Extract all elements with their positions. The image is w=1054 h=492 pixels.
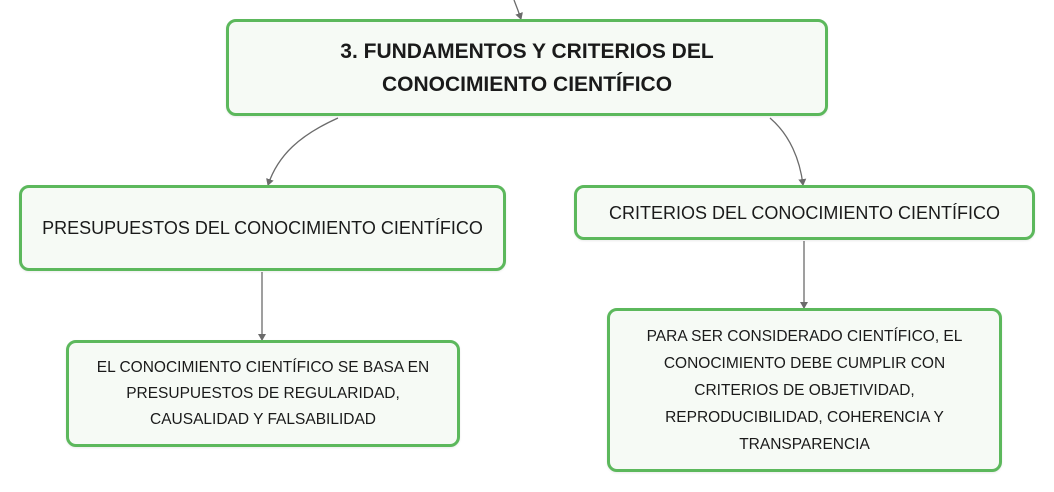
subnode-presupuestos-description[interactable]: EL CONOCIMIENTO CIENTÍFICO SE BASA EN PR…: [66, 340, 460, 447]
connector-root-to-criterios: [769, 117, 807, 186]
branch-label-presupuestos: PRESUPUESTOS DEL CONOCIMIENTO CIENTÍFICO: [42, 218, 483, 238]
branch-node-presupuestos[interactable]: PRESUPUESTOS DEL CONOCIMIENTO CIENTÍFICO: [19, 185, 506, 271]
branch-node-criterios[interactable]: CRITERIOS DEL CONOCIMIENTO CIENTÍFICO: [574, 185, 1035, 240]
branch-label-criterios: CRITERIOS DEL CONOCIMIENTO CIENTÍFICO: [608, 202, 1001, 223]
subnode-label-presupuestos: EL CONOCIMIENTO CIENTÍFICO SE BASA EN PR…: [96, 358, 430, 428]
root-topic-label: 3. FUNDAMENTOS Y CRITERIOS DEL CONOCIMIE…: [340, 39, 714, 96]
connector-root-to-presupuestos: [266, 117, 339, 186]
subnode-label-criterios: PARA SER CONSIDERADO CIENTÍFICO, EL CONO…: [646, 327, 963, 453]
subnode-criterios-description[interactable]: PARA SER CONSIDERADO CIENTÍFICO, EL CONO…: [607, 308, 1002, 472]
root-topic-node[interactable]: 3. FUNDAMENTOS Y CRITERIOS DEL CONOCIMIE…: [226, 19, 828, 116]
connector-incoming-root: [513, 0, 523, 20]
